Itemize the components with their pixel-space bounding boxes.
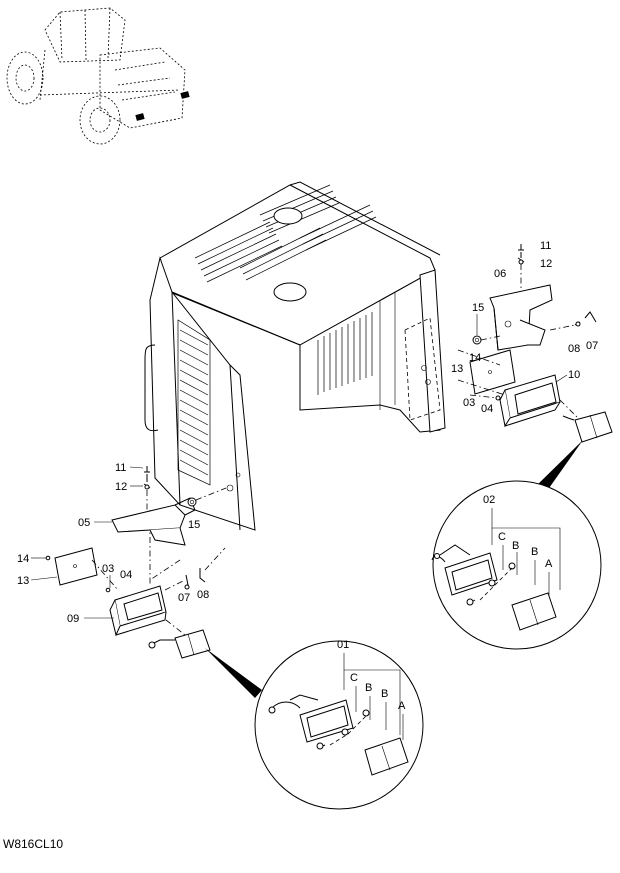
label-09: 09 [67,613,79,625]
label-04-left: 04 [120,569,132,581]
label-03-right: 03 [463,397,475,409]
left-lamp-group [45,466,262,698]
label-12-left: 12 [115,481,127,493]
detail-02-label-c: C [498,531,506,543]
detail-02-lamp-exploded: 02 C B B A [431,480,602,650]
label-05: 05 [78,517,90,529]
label-13-right: 13 [451,363,463,375]
left-part-labels: 11 12 05 15 14 13 03 04 09 07 08 [17,462,209,625]
detail-01-label-b2: B [381,688,388,700]
drawing-code: W816CL10 [3,837,63,851]
detail-01-lamp-exploded: 01 C B B A [254,639,424,810]
label-08-right: 08 [568,343,580,355]
label-14-right: 14 [469,352,481,364]
detail-01-title: 01 [337,639,349,651]
machine-locator-thumbnail [6,7,190,145]
label-07-right: 07 [586,340,598,352]
label-14-left: 14 [17,553,29,565]
engine-hood-assembly [144,181,446,531]
detail-01-label-c: C [350,672,358,684]
label-13-left: 13 [17,575,29,587]
label-15-right: 15 [472,302,484,314]
label-07-left: 07 [178,592,190,604]
label-11-right: 11 [540,240,551,252]
detail-02-title: 02 [483,494,495,506]
label-03-left: 03 [102,563,114,575]
detail-01-label-b1: B [365,682,372,694]
label-11-left: 11 [115,462,126,474]
detail-02-label-b1: B [512,540,519,552]
right-part-labels: 11 12 06 15 08 07 14 13 10 03 04 [451,240,598,415]
label-04-right: 04 [481,403,493,415]
label-08-left: 08 [197,589,209,601]
label-06: 06 [494,268,506,280]
label-12-right: 12 [540,258,552,270]
right-lamp-group [457,244,613,498]
detail-02-label-a: A [545,558,553,570]
label-10: 10 [568,369,580,381]
detail-02-label-b2: B [531,546,538,558]
label-15-left: 15 [188,519,200,531]
detail-01-label-a: A [398,700,406,712]
